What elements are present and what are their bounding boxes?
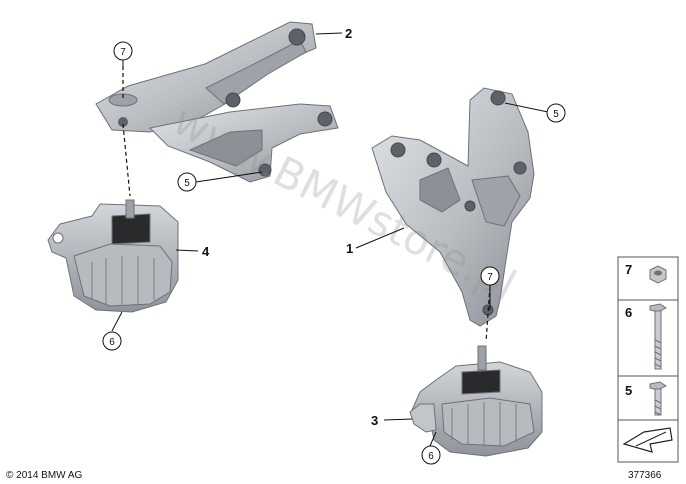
engine-support-bracket [371,87,535,327]
svg-text:6: 6 [428,451,434,462]
svg-text:6: 6 [109,337,115,348]
legend-item-short-bolt: 5 [625,381,667,416]
legend-item-long-bolt: 6 [625,303,667,370]
callout-2: 2 [345,26,352,41]
callout-1: 1 [346,241,353,256]
callout-7-lower: 7 [480,266,500,286]
svg-text:3: 3 [371,413,378,428]
callout-4: 4 [202,244,210,259]
short-bolt-icon [649,381,667,416]
svg-text:7: 7 [487,272,493,283]
svg-text:2: 2 [345,26,352,41]
svg-text:5: 5 [625,383,632,398]
callout-5-left: 5 [177,172,197,192]
svg-text:5: 5 [553,109,559,120]
callout-6-lower: 6 [421,445,441,465]
parts-legend: 7 6 5 [617,256,679,463]
engine-mount-right [409,345,543,457]
svg-text:5: 5 [184,178,190,189]
svg-text:1: 1 [346,241,353,256]
long-bolt-icon [649,303,667,370]
assembly-line-right [485,285,491,343]
callout-5-right: 5 [546,103,566,123]
engine-support-arm [95,21,339,183]
copyright-text: © 2014 BMW AG [6,470,83,481]
svg-text:7: 7 [120,47,126,58]
svg-text:4: 4 [202,244,210,259]
legend-arrow-icon [622,427,673,453]
leader-lines [111,32,549,447]
callout-6-left: 6 [102,331,122,351]
callout-7-upper: 7 [113,41,133,61]
callout-3: 3 [371,413,378,428]
svg-text:6: 6 [625,305,632,320]
engine-mount-left [47,199,179,313]
legend-item-nut: 7 [625,262,667,284]
svg-text:7: 7 [625,262,632,277]
assembly-line-left [122,66,131,197]
diagram-number: 377366 [628,470,662,481]
